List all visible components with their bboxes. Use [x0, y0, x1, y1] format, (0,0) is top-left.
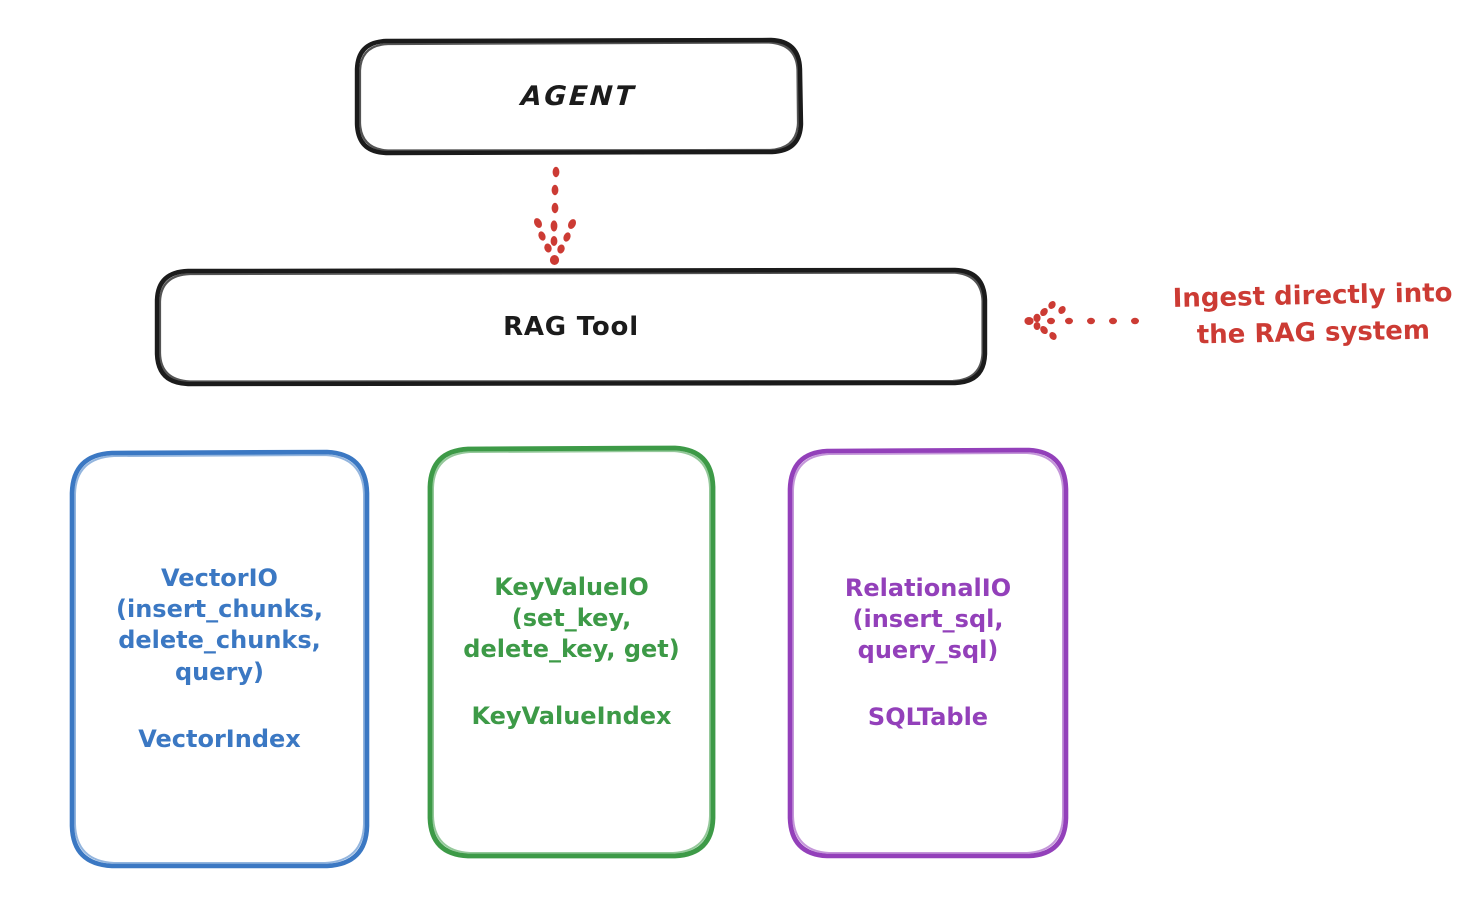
relational-io-box-outline	[787, 447, 1069, 859]
agent-to-rag-dotted-arrow	[533, 166, 577, 265]
relational-io-index-label: SQLTable	[867, 703, 989, 732]
key-value-io-box-outline	[427, 445, 716, 859]
vector-io-title: VectorIO (insert_chunks, delete_chunks, …	[116, 564, 323, 686]
rag-tool-node[interactable]: RAG Tool	[157, 270, 985, 384]
vector-io-index-label: VectorIndex	[138, 724, 301, 753]
relational-io-title: RelationalIO (insert_sql, query_sql)	[844, 573, 1012, 664]
rag-tool-box-outline	[154, 267, 988, 387]
key-value-io-title: KeyValueIO (set_key, delete_key, get)	[463, 572, 680, 663]
key-value-io-node[interactable]: KeyValueIO (set_key, delete_key, get) Ke…	[430, 448, 713, 856]
ingest-annotation-text: Ingest directly into the RAG system	[1172, 278, 1453, 351]
agent-box-outline	[354, 37, 804, 156]
ingest-to-rag-dotted-arrow	[1024, 301, 1139, 340]
rag-tool-label: RAG Tool	[503, 312, 639, 342]
vector-io-node[interactable]: VectorIO (insert_chunks, delete_chunks, …	[72, 452, 367, 866]
agent-label: AGENT	[520, 81, 638, 112]
key-value-io-index-label: KeyValueIndex	[471, 702, 672, 731]
vector-io-box-outline	[69, 449, 370, 869]
agent-node[interactable]: AGENT	[357, 40, 801, 153]
relational-io-node[interactable]: RelationalIO (insert_sql, query_sql) SQL…	[790, 450, 1066, 856]
